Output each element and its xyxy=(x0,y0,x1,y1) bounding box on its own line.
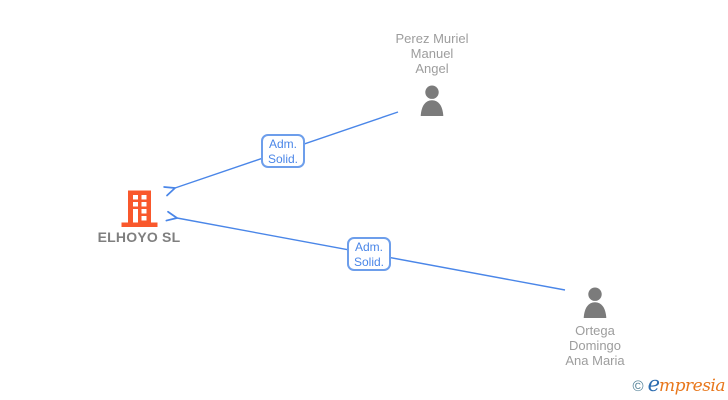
edge-label-adm-solid: Adm. Solid. xyxy=(261,134,305,168)
person-name: Perez Muriel Manuel Angel xyxy=(352,31,512,76)
edge-label-adm-solid: Adm. Solid. xyxy=(347,237,391,271)
brand-wordmark: empresia xyxy=(647,372,726,396)
node-company-elhoyo-sl[interactable]: ELHOYO SL xyxy=(59,189,219,245)
person-name-line: Manuel xyxy=(410,46,454,61)
person-icon xyxy=(580,287,610,318)
copyright-icon: © xyxy=(632,378,644,395)
person-name: Ortega Domingo Ana Maria xyxy=(515,323,675,368)
person-name-line: Domingo xyxy=(568,338,622,353)
company-label: ELHOYO SL xyxy=(97,229,181,245)
node-person-ortega-domingo[interactable]: Ortega Domingo Ana Maria xyxy=(515,287,675,369)
edge-label-line: Adm. xyxy=(354,240,383,254)
person-name-line: Ortega xyxy=(575,323,615,338)
edge-label-line: Solid. xyxy=(353,255,385,269)
edge-label-line: Solid. xyxy=(267,152,299,166)
person-name-line: Angel xyxy=(415,61,449,76)
brand-rest: mpresia xyxy=(659,376,726,396)
person-name-line: Perez Muriel xyxy=(395,31,469,46)
person-name-line: Ana Maria xyxy=(565,353,625,368)
empresia-logo[interactable]: © empresia xyxy=(633,372,726,396)
node-person-perez-muriel[interactable]: Perez Muriel Manuel Angel xyxy=(352,31,512,117)
edge-label-line: Adm. xyxy=(268,137,297,151)
brand-initial: e xyxy=(647,372,660,396)
building-icon xyxy=(119,189,159,228)
person-icon xyxy=(417,85,447,116)
